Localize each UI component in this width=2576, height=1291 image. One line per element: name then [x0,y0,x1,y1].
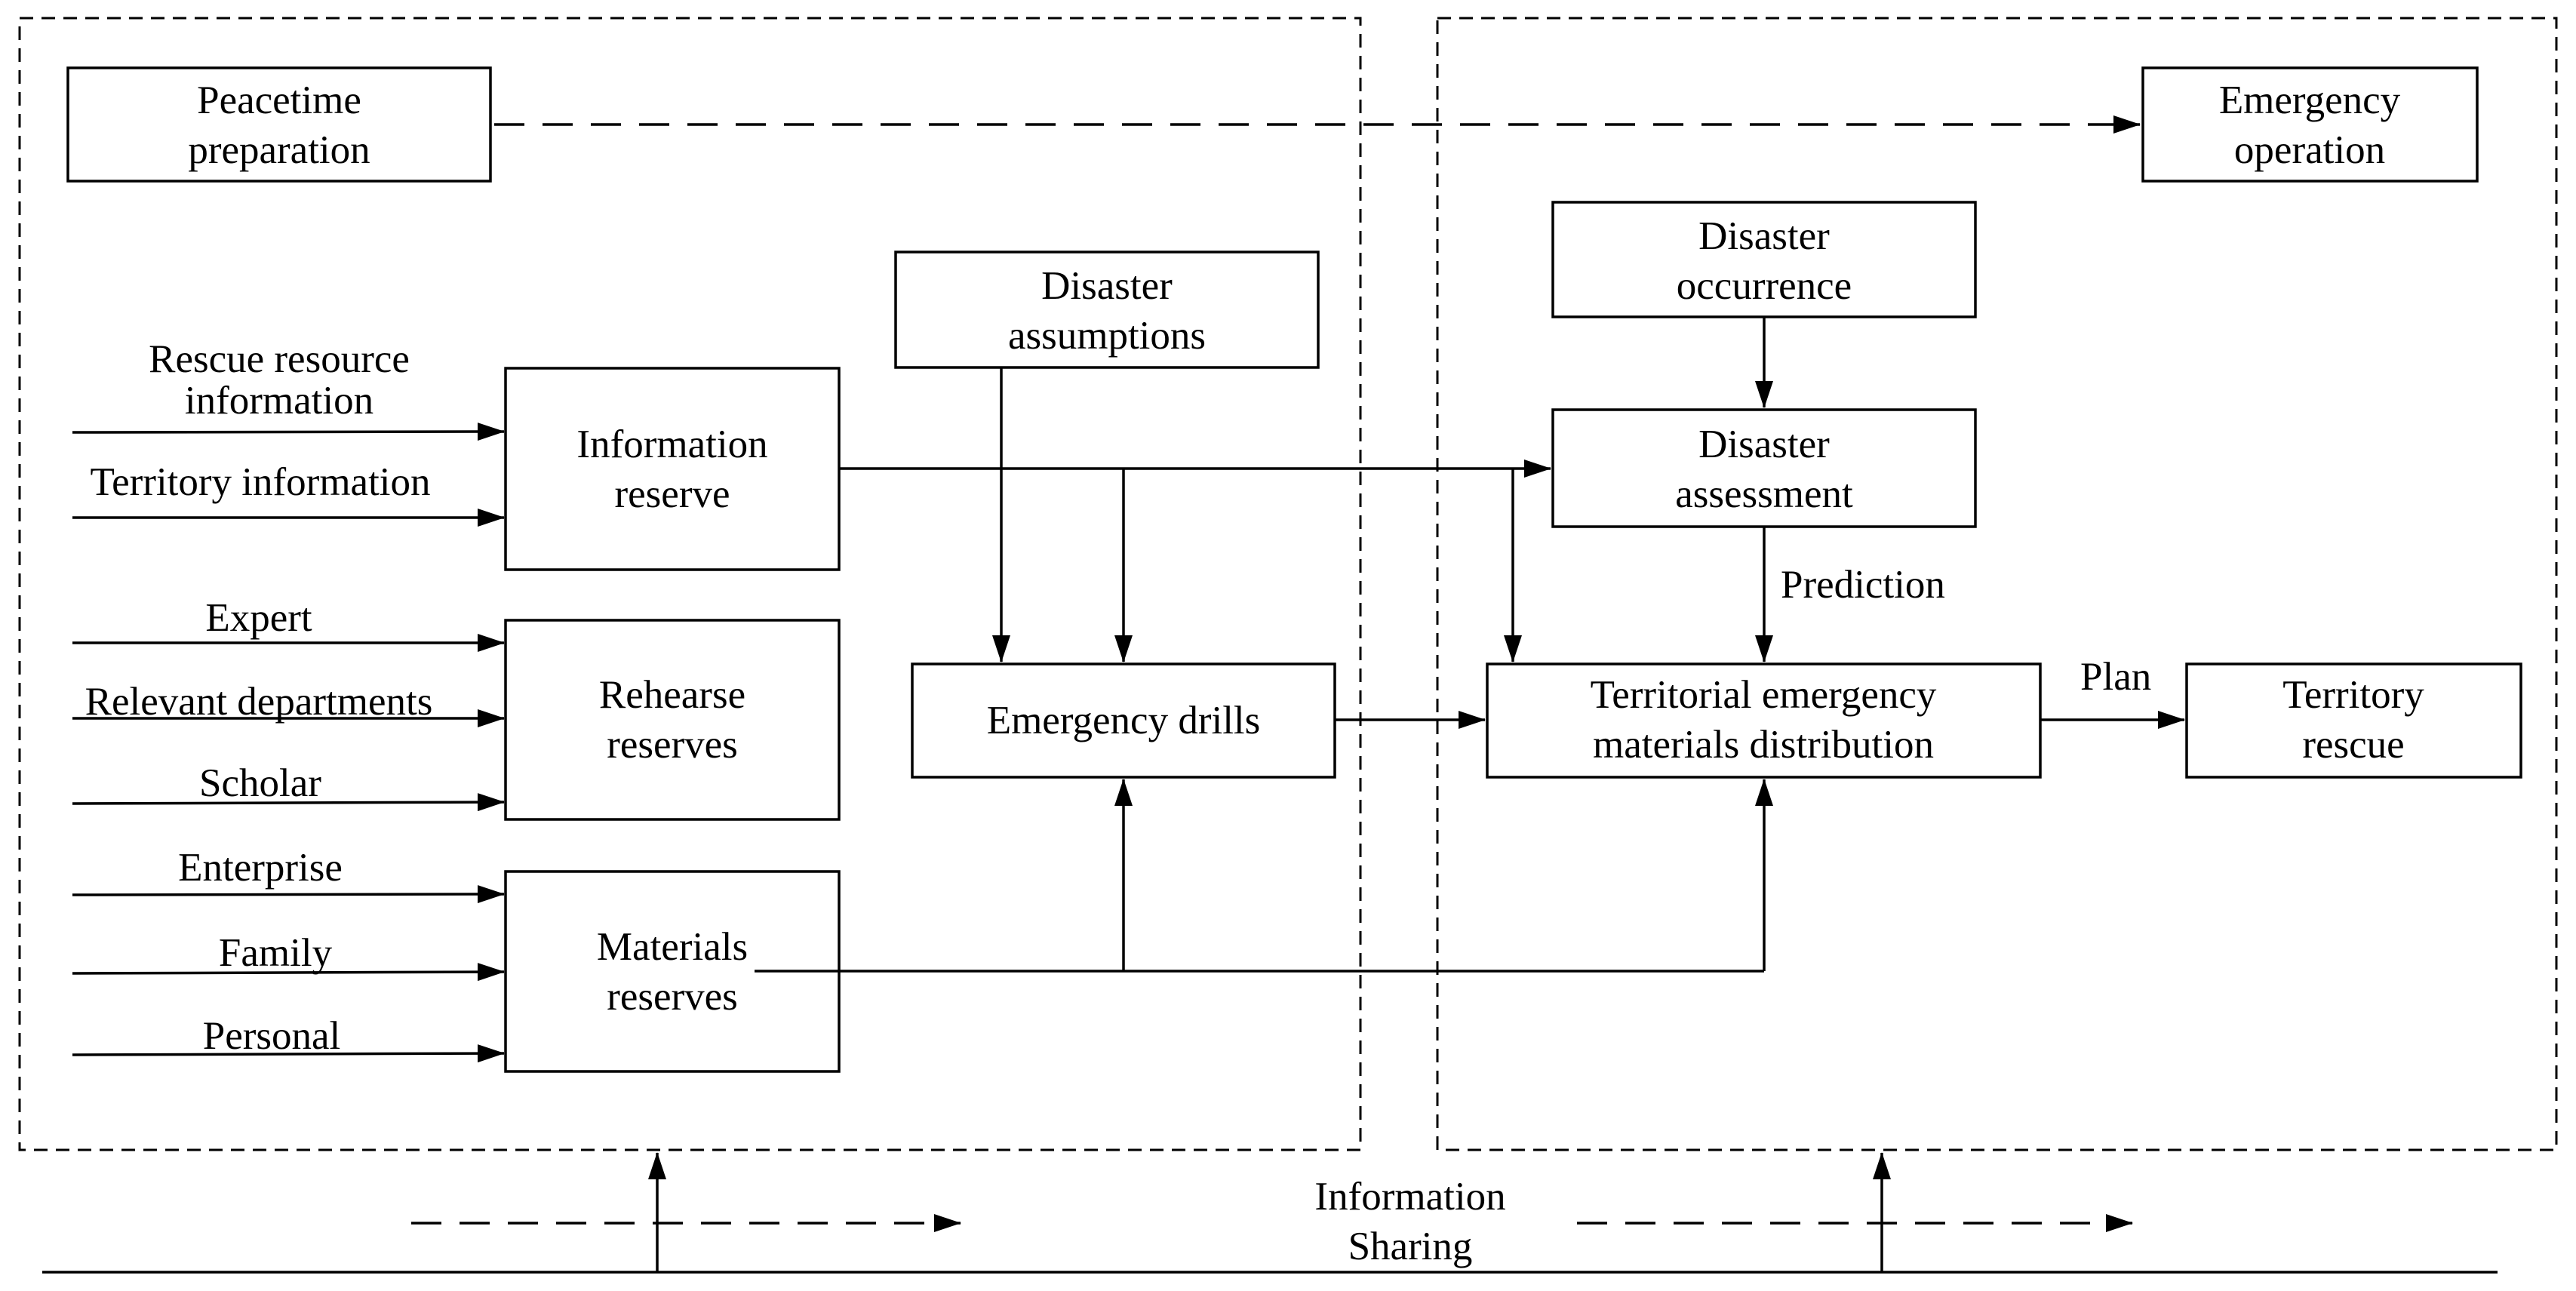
disaster-assumptions-line2: assumptions [1008,314,1206,358]
disaster-assumptions-box: Disaster assumptions [894,251,1320,369]
input-rescue-resource-line2: information [185,379,373,423]
disaster-assessment-line1: Disaster [1698,423,1830,466]
emergency-panel [1436,17,2558,1151]
emergency-operation-box: Emergency operation [2141,66,2479,183]
materials-distribution-box: Territorial emergency materials distribu… [1486,662,2042,779]
disaster-occurrence-line1: Disaster [1698,214,1830,258]
rehearse-reserves-line1: Rehearse [599,673,745,717]
rehearse-reserves-line2: reserves [607,723,738,767]
information-reserve-box: Information reserve [504,367,841,571]
sharing-label-line1: Information [1314,1175,1505,1219]
rehearse-reserves-box: Rehearse reserves [504,619,841,821]
disaster-assumptions-line1: Disaster [1041,264,1173,308]
information-sharing: Information Sharing [42,1152,2498,1274]
input-family: Family [219,931,333,975]
sharing-label-line2: Sharing [1348,1225,1473,1268]
input-enterprise: Enterprise [178,846,343,890]
materials-reserves-line1: Materials [597,925,748,969]
information-reserve-line1: Information [576,423,767,466]
connectors [755,318,2185,973]
materials-distribution-line2: materials distribution [1593,723,1934,767]
peacetime-preparation-box: Peacetime preparation [66,66,492,183]
territory-rescue-line2: rescue [2302,723,2404,767]
emergency-label-line2: operation [2234,128,2385,172]
emergency-label-line1: Emergency [2219,78,2401,122]
emergency-drills-label: Emergency drills [987,699,1261,742]
territory-rescue-line1: Territory [2282,673,2424,717]
input-arrows [72,423,505,1063]
disaster-occurrence-box: Disaster occurrence [1551,201,1977,318]
information-reserve-line2: reserve [615,472,730,516]
input-personal: Personal [203,1014,341,1058]
disaster-assessment-line2: assessment [1675,472,1853,516]
prediction-label: Prediction [1781,563,1945,607]
disaster-assessment-box: Disaster assessment [1551,408,1977,528]
input-rescue-resource-line1: Rescue resource [149,337,410,381]
materials-distribution-line1: Territorial emergency [1591,673,1937,717]
input-scholar: Scholar [199,761,321,805]
disaster-occurrence-line2: occurrence [1677,264,1852,308]
input-relevant-departments: Relevant departments [85,680,433,724]
materials-reserves-line2: reserves [607,975,738,1019]
plan-label: Plan [2080,655,2151,699]
input-expert: Expert [205,596,312,640]
peacetime-label-line1: Peacetime [197,78,361,122]
territory-rescue-box: Territory rescue [2185,662,2522,779]
emergency-drills-box: Emergency drills [911,662,1336,779]
peacetime-panel [18,17,1362,1151]
input-territory-information: Territory information [90,460,430,504]
peacetime-label-line2: preparation [188,128,370,172]
